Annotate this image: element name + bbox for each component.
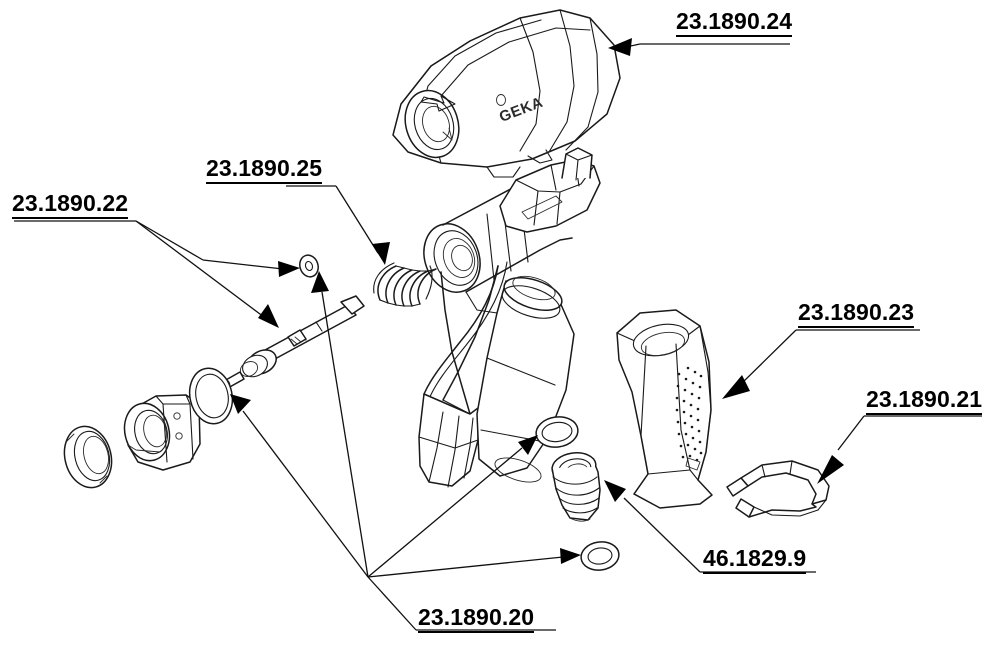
part-coupling-nut (63, 425, 113, 489)
leader-part-20 (230, 271, 581, 631)
part-handle-grip-sleeve (616, 309, 713, 509)
label-part-46-1829-9[interactable]: 46.1829.9 (703, 547, 807, 574)
leader-part-24 (608, 38, 790, 56)
part-hose-barb-nozzle (551, 452, 601, 522)
label-part-23-1890-25[interactable]: 23.1890.25 (206, 157, 323, 184)
label-part-23-1890-21[interactable]: 23.1890.21 (866, 388, 983, 415)
leader-part-22 (14, 220, 300, 328)
part-o-ring-nozzle-top (535, 416, 579, 448)
part-valve-housing (123, 394, 201, 471)
part-thrust-washer (299, 254, 319, 278)
brand-logo-mark (496, 94, 506, 106)
leader-part-25 (286, 185, 390, 265)
leader-part-23 (722, 329, 920, 399)
part-valve-stem (221, 295, 365, 389)
part-o-ring-large (188, 367, 234, 425)
label-part-23-1890-24[interactable]: 23.1890.24 (676, 10, 793, 37)
label-part-23-1890-22[interactable]: 23.1890.22 (12, 192, 129, 219)
part-retaining-clip (726, 460, 830, 518)
label-part-23-1890-20[interactable]: 23.1890.20 (418, 606, 535, 633)
part-o-ring-nozzle-bottom (580, 541, 620, 571)
part-protective-sleeve-cover (392, 9, 621, 178)
part-compression-spring (373, 262, 437, 307)
label-part-23-1890-23[interactable]: 23.1890.23 (798, 301, 915, 328)
leader-part-21 (817, 415, 982, 484)
